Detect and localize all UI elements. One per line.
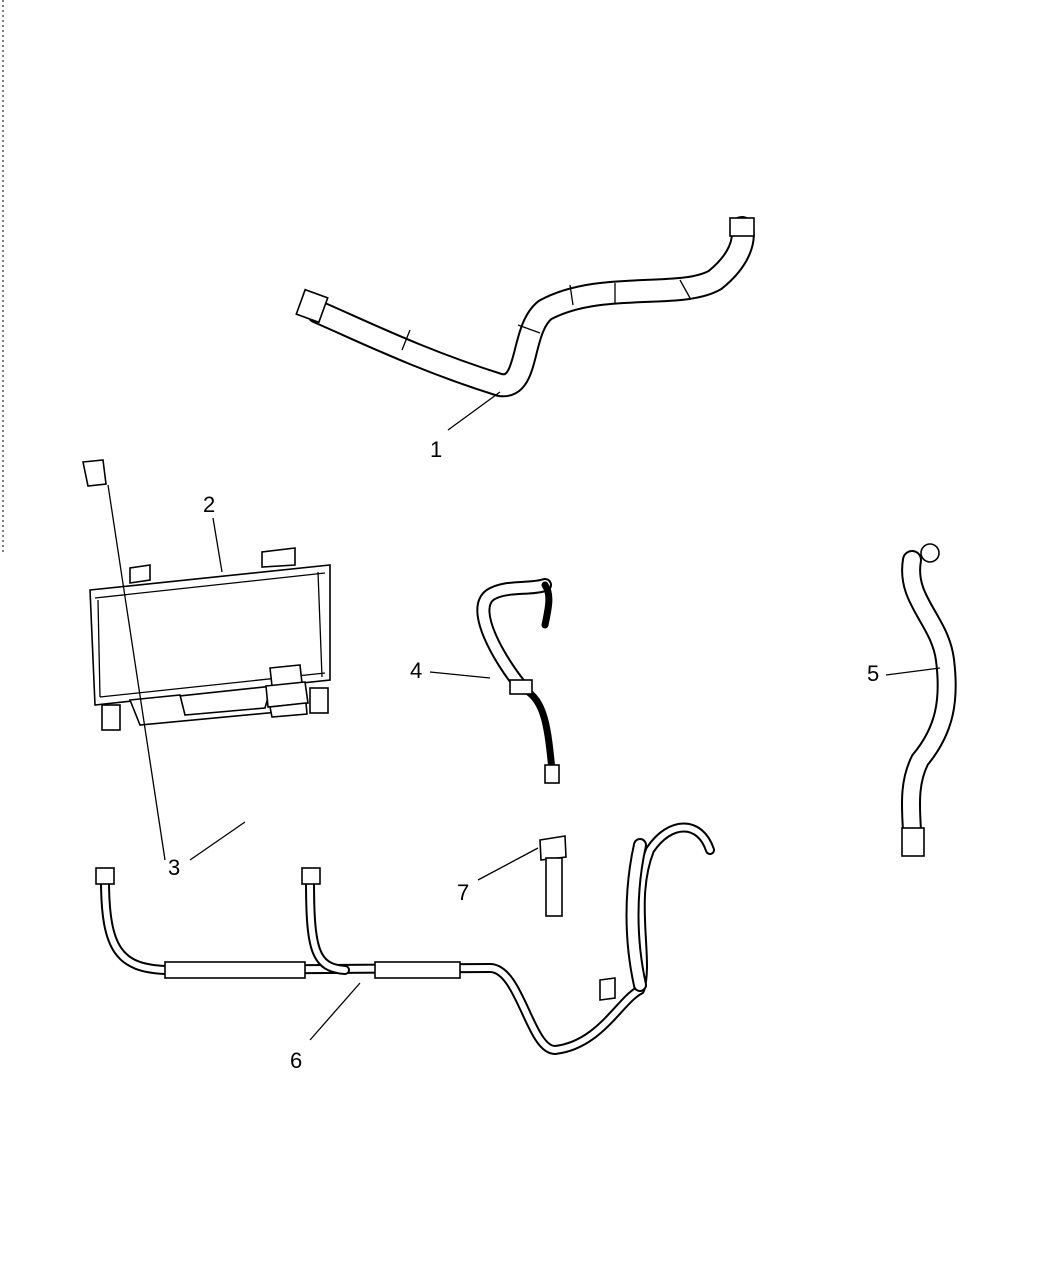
leader-3a <box>107 484 166 861</box>
callout-2: 2 <box>203 492 215 517</box>
leader-5 <box>885 667 941 676</box>
callout-7: 7 <box>457 880 469 905</box>
leader-6 <box>309 982 361 1041</box>
callout-1: 1 <box>430 437 442 462</box>
leader-3b <box>189 821 246 861</box>
callout-3: 3 <box>168 855 180 880</box>
part-7-bolt <box>539 835 567 917</box>
callout-6: 6 <box>290 1048 302 1073</box>
part-4-hose <box>476 578 560 784</box>
leader-1 <box>447 391 501 431</box>
leader-2 <box>212 517 223 573</box>
part-5-hose <box>900 543 957 857</box>
leader-4 <box>429 671 491 679</box>
callout-5: 5 <box>867 661 879 686</box>
part-3-fittings <box>82 459 309 718</box>
callout-4: 4 <box>410 658 422 683</box>
part-1-hose <box>295 216 755 398</box>
leader-7 <box>477 847 539 881</box>
part-6-tube <box>95 822 715 1055</box>
